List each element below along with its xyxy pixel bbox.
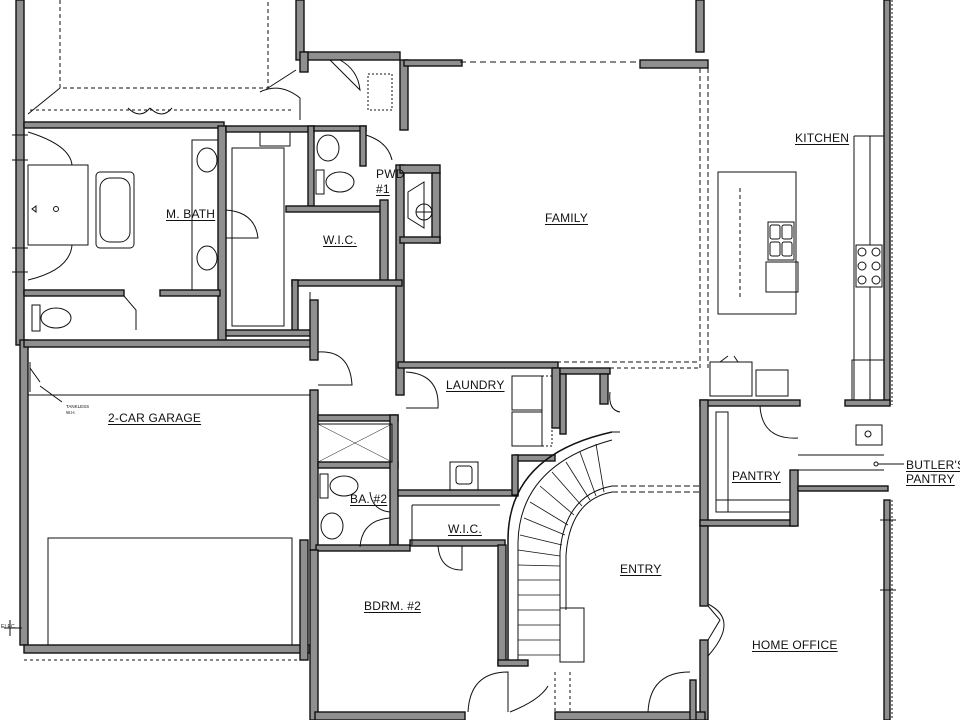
- label-family: FAMILY: [545, 211, 588, 225]
- label-pwd: PWD: [376, 167, 405, 181]
- label-master-bath: M. BATH: [166, 207, 216, 221]
- label-home-office: HOME OFFICE: [752, 638, 838, 652]
- window-marks: [12, 134, 896, 591]
- label-laundry: LAUNDRY: [446, 378, 505, 392]
- label-entry: ENTRY: [620, 562, 662, 576]
- fixtures: [4, 0, 904, 720]
- label-garage: 2-CAR GARAGE: [108, 411, 202, 425]
- label-butlers-pantry-2: PANTRY: [906, 472, 955, 486]
- label-wic-2: W.I.C.: [448, 522, 482, 536]
- label-pwd-number: #1: [376, 182, 390, 196]
- label-bath-2: BA. #2: [350, 492, 388, 506]
- label-pantry: PANTRY: [732, 469, 781, 483]
- label-edge-note: ELEC.: [1, 624, 17, 630]
- label-wic-master: W.I.C.: [323, 233, 357, 247]
- label-tankless-note: TANKLESS: [66, 404, 90, 409]
- label-kitchen: KITCHEN: [795, 131, 850, 145]
- label-butlers-pantry-1: BUTLER'S: [906, 458, 960, 472]
- label-wh-note: W.H.: [66, 410, 76, 415]
- walls: [15, 0, 891, 720]
- label-bedroom-2: BDRM. #2: [364, 599, 421, 613]
